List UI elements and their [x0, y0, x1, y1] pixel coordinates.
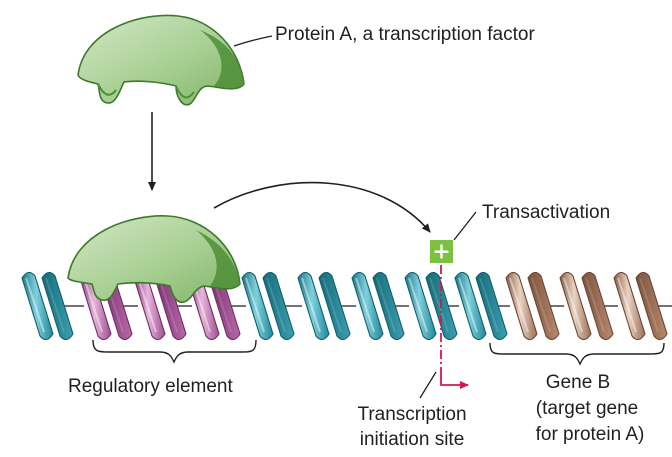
- helix-strand-segment: [527, 271, 560, 341]
- regulatory-brace: [92, 339, 257, 364]
- helix-highlight: [585, 277, 605, 333]
- helix-strand-segment: [454, 271, 487, 341]
- helix-strand-segment: [475, 271, 508, 341]
- helix-highlight: [355, 277, 375, 333]
- helix-strand-segment: [21, 271, 54, 341]
- tis-label-line2: initiation site: [360, 429, 465, 450]
- helix-highlight: [25, 277, 45, 333]
- protein-a-free: [77, 14, 245, 106]
- helix-strand-segment: [635, 271, 668, 341]
- helix-strand-segment: [41, 271, 74, 341]
- helix-strand-segment: [613, 271, 646, 341]
- transactivation-plus-box: [430, 240, 453, 263]
- helix-highlight: [639, 277, 659, 333]
- helix-highlight: [509, 277, 529, 333]
- helix-highlight: [158, 277, 178, 333]
- transactivation-label-leader: [453, 211, 477, 241]
- protein-a-bound: [67, 215, 241, 304]
- helix-highlight: [563, 277, 583, 333]
- helix-highlight: [83, 277, 103, 333]
- helix-strand-segment: [559, 271, 592, 341]
- helix-strand-segment: [372, 271, 405, 341]
- helix-highlight: [479, 277, 499, 333]
- helix-highlight: [266, 277, 286, 333]
- gene-b-label-line3: for protein A): [536, 424, 645, 445]
- helix-highlight: [531, 277, 551, 333]
- helix-strand-segment: [505, 271, 538, 341]
- transactivation-arrow: [213, 181, 431, 233]
- helix-highlight: [408, 277, 428, 333]
- helix-strand-segment: [581, 271, 614, 341]
- helix-strand-segment: [351, 271, 384, 341]
- gene-b-brace: [489, 342, 665, 366]
- helix-highlight: [322, 277, 342, 333]
- helix-strand-segment: [241, 271, 274, 341]
- initiation-marker: [440, 265, 469, 389]
- helix-strand-segment: [318, 271, 351, 341]
- helix-strand-segment: [297, 271, 330, 341]
- helix-highlight: [429, 277, 449, 333]
- tis-label-line1: Transcription: [357, 404, 466, 425]
- helix-strand-segment: [262, 271, 295, 341]
- helix-highlight: [137, 277, 157, 333]
- tis-label-leader: [419, 371, 437, 399]
- helix-highlight: [376, 277, 396, 333]
- helix-highlight: [458, 277, 478, 333]
- protein-a-label: Protein A, a transcription factor: [275, 24, 535, 45]
- regulatory-element-label: Regulatory element: [68, 376, 233, 397]
- helix-highlight: [45, 277, 65, 333]
- helix-highlight: [301, 277, 321, 333]
- helix-highlight: [617, 277, 637, 333]
- helix-strand-segment: [404, 271, 437, 341]
- protein-label-leader: [233, 35, 273, 47]
- gene-b-label-line1: Gene B: [546, 372, 610, 393]
- transactivation-label: Transactivation: [482, 202, 610, 223]
- gene-b-label-line2: (target gene: [536, 398, 638, 419]
- helix-highlight: [245, 277, 265, 333]
